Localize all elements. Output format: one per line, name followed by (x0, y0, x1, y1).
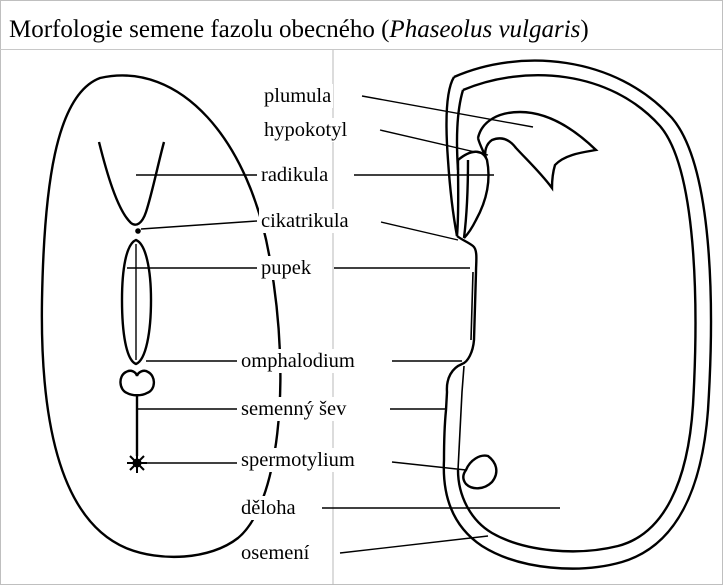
leader-hypokotyl (380, 130, 488, 155)
testa-outer (444, 61, 711, 569)
plumule-shape (478, 112, 596, 188)
label-hypokotyl: hypokotyl (262, 118, 349, 142)
label-plumula: plumula (262, 84, 333, 108)
label-cikatrikula: cikatrikula (259, 209, 351, 233)
leader-lines (127, 96, 560, 553)
spermotylium-section (463, 456, 496, 489)
embryo-axis (457, 160, 468, 238)
cicatricle-dot (135, 228, 141, 234)
label-osemeni: osemení (239, 541, 311, 565)
omphalodium-shape (120, 371, 153, 395)
leader-osemeni (340, 536, 488, 553)
leader-spermotylium-right (392, 462, 466, 470)
hypocotyl-shape (458, 152, 489, 238)
external-view (42, 75, 281, 556)
leader-cikatrikula-left (141, 221, 257, 229)
radicle-shape (99, 142, 164, 225)
label-semenny-sev: semenný šev (239, 397, 348, 421)
leader-cikatrikula-right (381, 222, 458, 240)
label-radikula: radikula (259, 163, 330, 187)
hilum-inner (458, 272, 473, 470)
label-omphalodium: omphalodium (239, 349, 357, 373)
spermotylium-center (133, 459, 142, 468)
testa-outer-top (446, 77, 457, 236)
label-pupek: pupek (259, 256, 313, 280)
label-deloha: děloha (239, 496, 298, 520)
label-spermotylium: spermotylium (239, 448, 357, 472)
section-view (444, 61, 711, 569)
seed-outline (42, 75, 281, 556)
